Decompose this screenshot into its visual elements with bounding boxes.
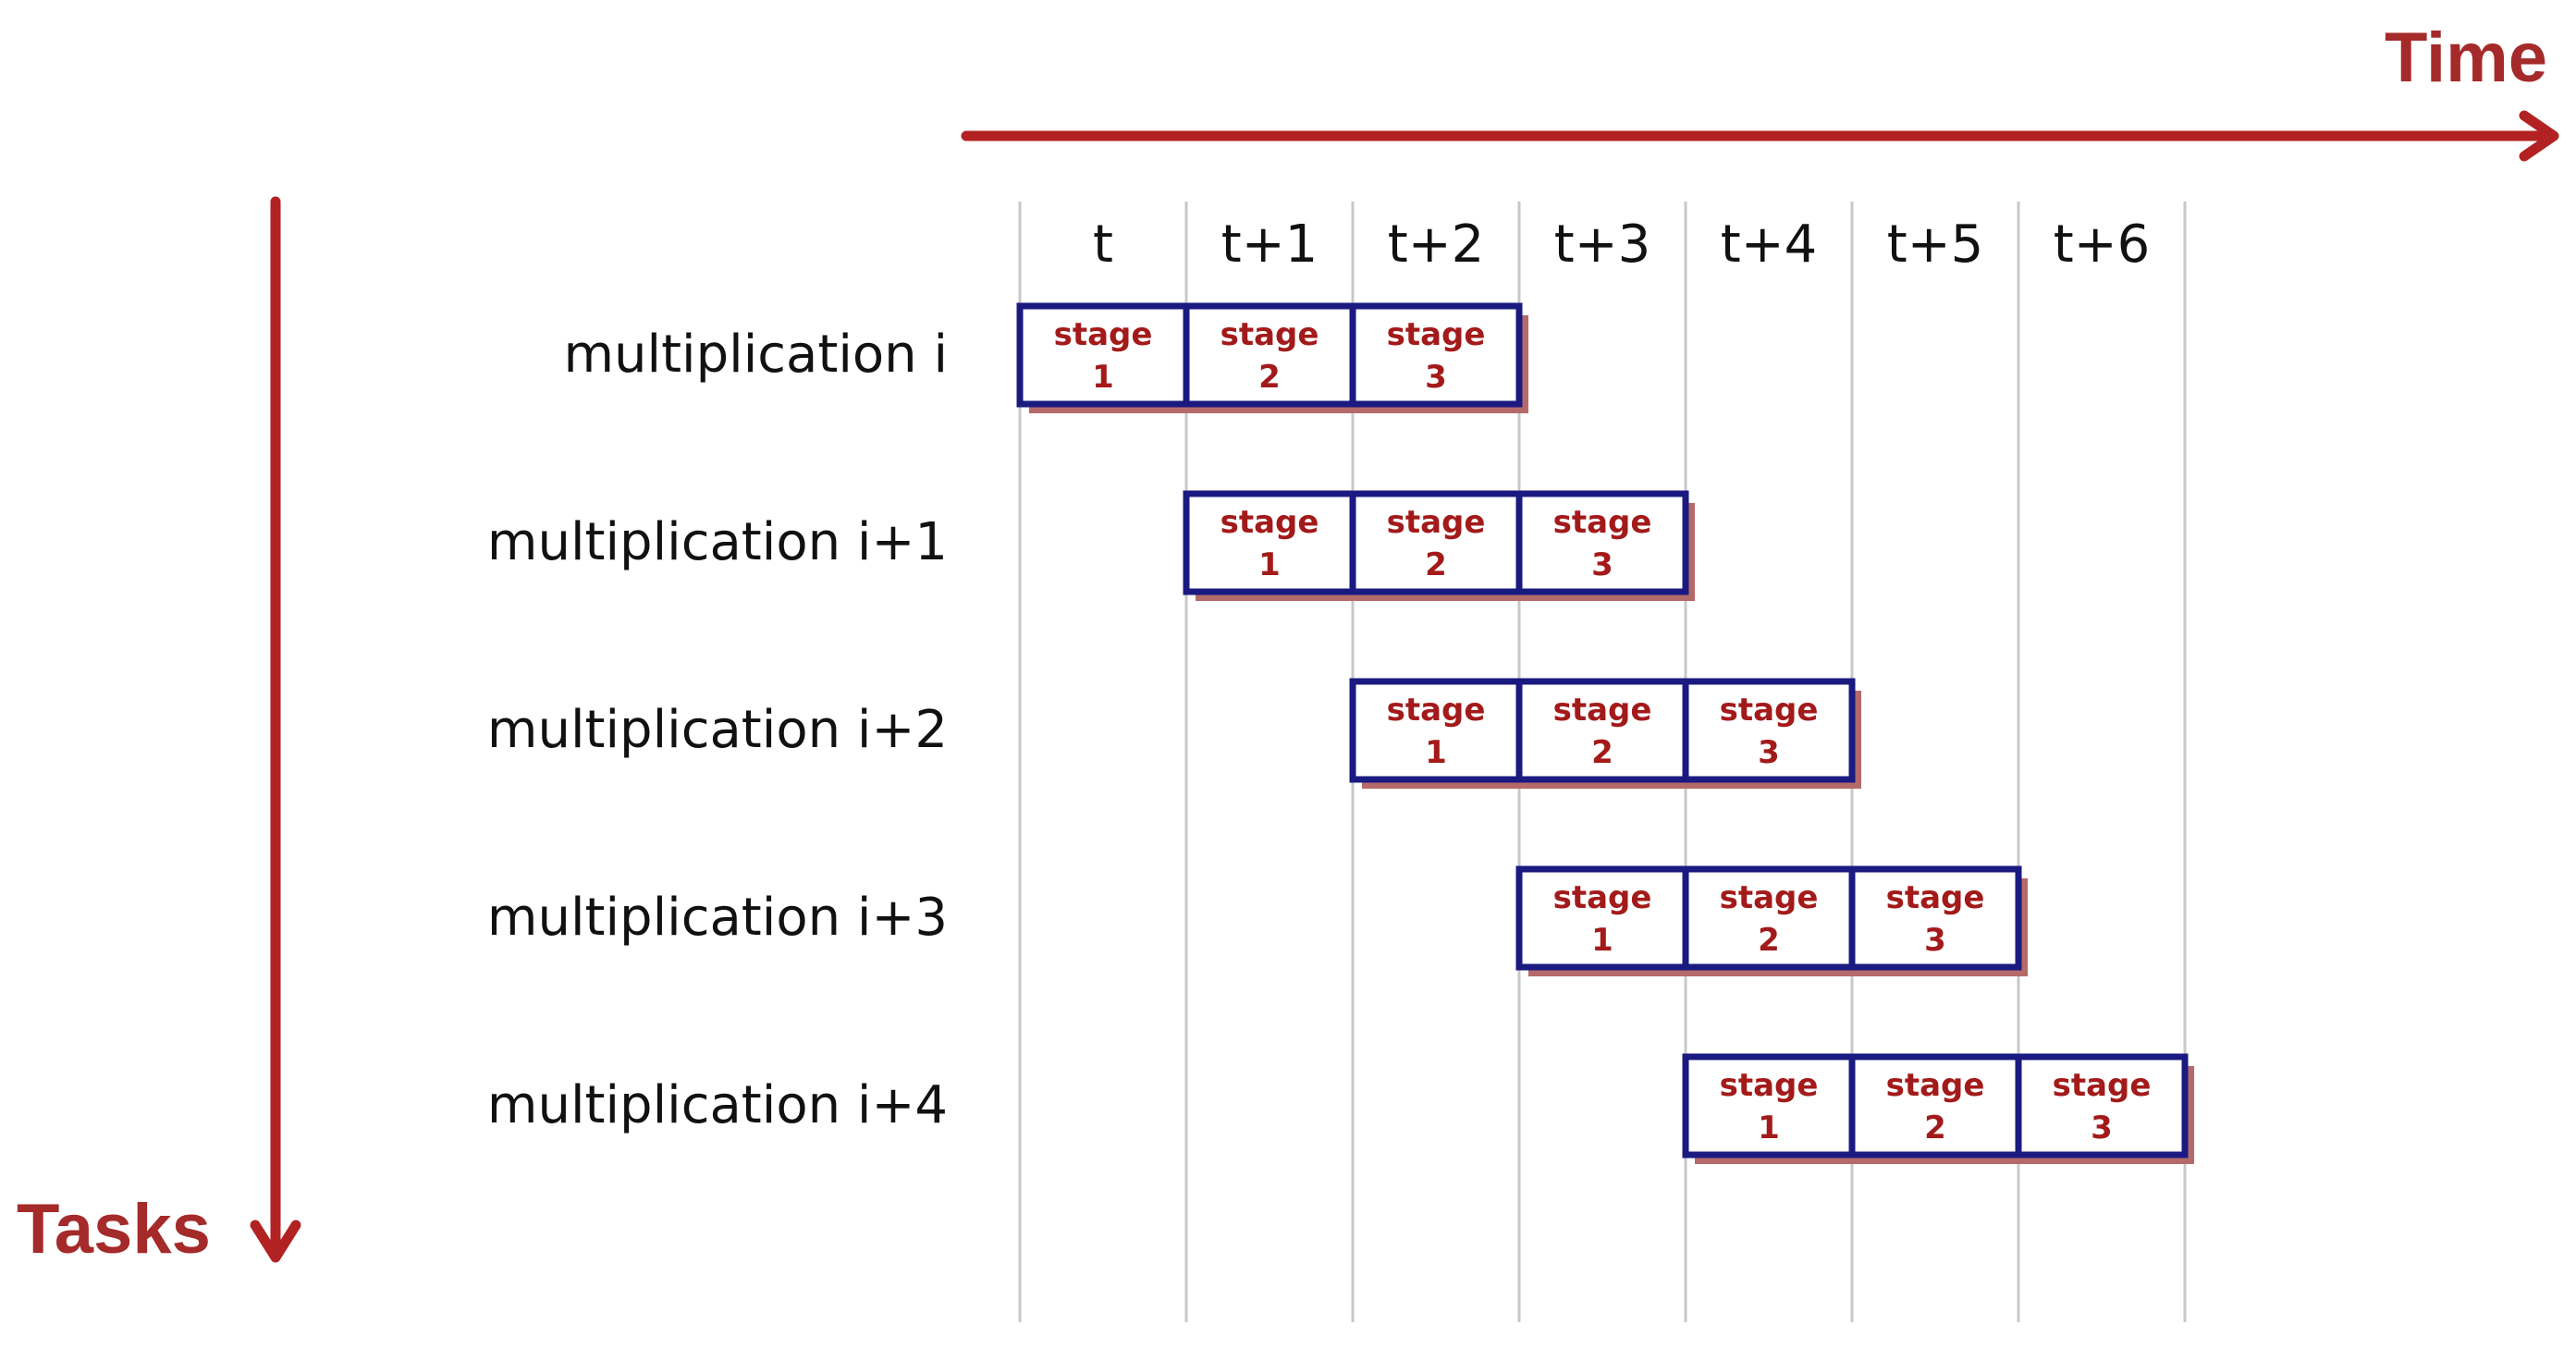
stage-box — [1848, 865, 2022, 971]
stage-number: 1 — [1092, 359, 1114, 396]
time-axis-title: Time — [2385, 18, 2547, 97]
time-column-labels: t t+1 t+2 t+3 t+4 t+5 t+6 — [1093, 215, 2150, 275]
stage-word: stage — [1054, 316, 1153, 353]
time-column-label: t+5 — [1887, 215, 1984, 275]
stage-number: 3 — [1758, 734, 1780, 771]
task-label: multiplication i+2 — [487, 700, 948, 760]
stage-box — [1682, 865, 1856, 971]
task-label: multiplication i+4 — [487, 1075, 948, 1135]
task-label: multiplication i+3 — [487, 888, 948, 948]
stage-word: stage — [1720, 1067, 1819, 1104]
stage-box — [1349, 302, 1523, 408]
stage-number: 3 — [1924, 922, 1946, 959]
task-row: multiplication i+4 stage 1 stage 2 stage 3 — [487, 1053, 2194, 1164]
task-row: multiplication i stage 1 stage 2 stage 3 — [563, 302, 1528, 413]
stage-box — [1515, 490, 1689, 595]
stage-word: stage — [1886, 1067, 1985, 1104]
stage-box — [1183, 490, 1356, 595]
stage-word: stage — [1387, 504, 1486, 541]
stage-word: stage — [1886, 879, 1985, 916]
stage-box — [1016, 302, 1190, 408]
time-column-label: t+2 — [1388, 215, 1485, 275]
stage-word: stage — [1553, 504, 1652, 541]
stage-word: stage — [1387, 316, 1486, 353]
stage-number: 3 — [2091, 1110, 2113, 1146]
stage-number: 3 — [1591, 546, 1613, 583]
stage-word: stage — [1221, 316, 1319, 353]
stage-number: 2 — [1758, 922, 1780, 959]
stage-number: 2 — [1591, 734, 1613, 771]
time-column-label: t+1 — [1221, 215, 1319, 275]
stage-number: 1 — [1591, 922, 1613, 959]
task-label: multiplication i — [563, 325, 948, 385]
stage-word: stage — [1387, 692, 1486, 729]
time-axis: Time — [961, 18, 2559, 162]
time-column-label: t+3 — [1554, 215, 1651, 275]
stage-number: 1 — [1758, 1110, 1780, 1146]
tasks-axis: Tasks — [17, 196, 301, 1269]
stage-number: 1 — [1258, 546, 1281, 583]
time-column-label: t+6 — [2054, 215, 2151, 275]
stage-number: 2 — [1425, 546, 1447, 583]
stage-box — [1515, 678, 1689, 783]
stage-box — [1848, 1053, 2022, 1159]
time-axis-arrowhead — [2519, 110, 2559, 162]
stage-box — [1682, 678, 1856, 783]
stage-number: 2 — [1258, 359, 1281, 396]
stage-number: 3 — [1425, 359, 1447, 396]
stage-word: stage — [2053, 1067, 2152, 1104]
task-label: multiplication i+1 — [487, 512, 948, 572]
stage-box — [1682, 1053, 1856, 1159]
tasks-axis-title: Tasks — [17, 1190, 211, 1269]
time-column-label: t+4 — [1721, 215, 1818, 275]
stage-word: stage — [1221, 504, 1319, 541]
task-row: multiplication i+2 stage 1 stage 2 stage 3 — [487, 678, 1861, 789]
stage-number: 1 — [1425, 734, 1447, 771]
stage-word: stage — [1553, 692, 1652, 729]
task-row: multiplication i+3 stage 1 stage 2 stage 3 — [487, 865, 2028, 976]
tasks-axis-arrowhead — [250, 1220, 301, 1263]
task-row: multiplication i+1 stage 1 stage 2 stage 3 — [487, 490, 1695, 601]
time-column-label: t — [1093, 215, 1113, 275]
stage-word: stage — [1720, 879, 1819, 916]
stage-box — [1515, 865, 1689, 971]
stage-number: 2 — [1924, 1110, 1946, 1146]
stage-box — [2015, 1053, 2189, 1159]
stage-word: stage — [1553, 879, 1652, 916]
stage-word: stage — [1720, 692, 1819, 729]
